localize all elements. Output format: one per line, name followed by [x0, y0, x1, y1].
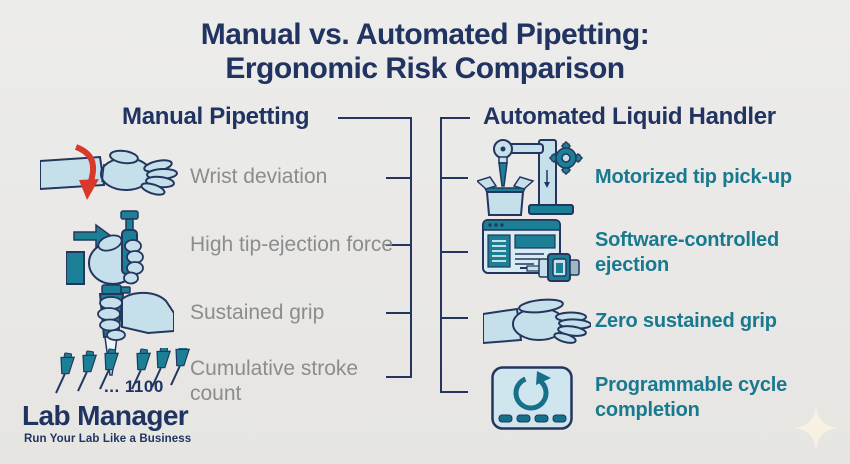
- manual-item-label-tip-ejection: High tip-ejection force: [190, 233, 394, 256]
- software-ejection-icon: [482, 219, 580, 282]
- sustained-grip-icon: [97, 284, 174, 376]
- left-header-connector-line: [338, 117, 412, 119]
- stroke-count-annotation: ... 1100: [104, 377, 164, 396]
- cycle-completion-icon: [491, 366, 573, 430]
- brand-tagline: Run Your Lab Like a Business: [24, 433, 192, 445]
- left-bracket-tick-2: [386, 244, 410, 246]
- auto-item-label-motorized-pickup: Motorized tip pick-up: [595, 166, 792, 188]
- manual-item-label-sustained-grip: Sustained grip: [190, 301, 325, 324]
- right-bracket-tick-1: [442, 177, 468, 179]
- title-line-1: Manual vs. Automated Pipetting:: [200, 18, 650, 51]
- auto-item-label-zero-grip: Zero sustained grip: [595, 310, 777, 332]
- title-line-2: Ergonomic Risk Comparison: [225, 51, 625, 85]
- right-bracket-tick-3: [442, 317, 468, 319]
- sparkle-icon: [794, 406, 838, 450]
- left-bracket-tick-4: [386, 376, 410, 378]
- motorized-pickup-icon: [477, 139, 583, 216]
- left-column-header: Manual Pipetting: [122, 103, 310, 130]
- right-column-header: Automated Liquid Handler: [483, 103, 776, 130]
- right-bracket-tick-4: [442, 391, 468, 393]
- right-header-connector-line: [440, 117, 470, 119]
- left-bracket-vertical-line: [410, 117, 412, 378]
- auto-item-label-software-ejection: Software-controlled ejection: [595, 229, 779, 276]
- wrist-deviation-icon: [40, 144, 178, 200]
- tip-ejection-force-icon: [66, 210, 144, 285]
- page-title: Manual vs. Automated Pipetting: Ergonomi…: [0, 18, 850, 85]
- zero-grip-icon: [483, 298, 591, 344]
- auto-item-label-cycle-completion: Programmable cycle completion: [595, 374, 788, 421]
- right-bracket-vertical-line: [440, 117, 442, 393]
- left-bracket-tick-1: [386, 177, 410, 179]
- right-bracket-tick-2: [442, 251, 468, 253]
- manual-item-label-stroke-count: Cumulative stroke count: [190, 357, 359, 406]
- manual-item-label-wrist-deviation: Wrist deviation: [190, 165, 328, 188]
- brand-logo: Lab Manager: [22, 400, 189, 431]
- left-bracket-tick-3: [386, 312, 410, 314]
